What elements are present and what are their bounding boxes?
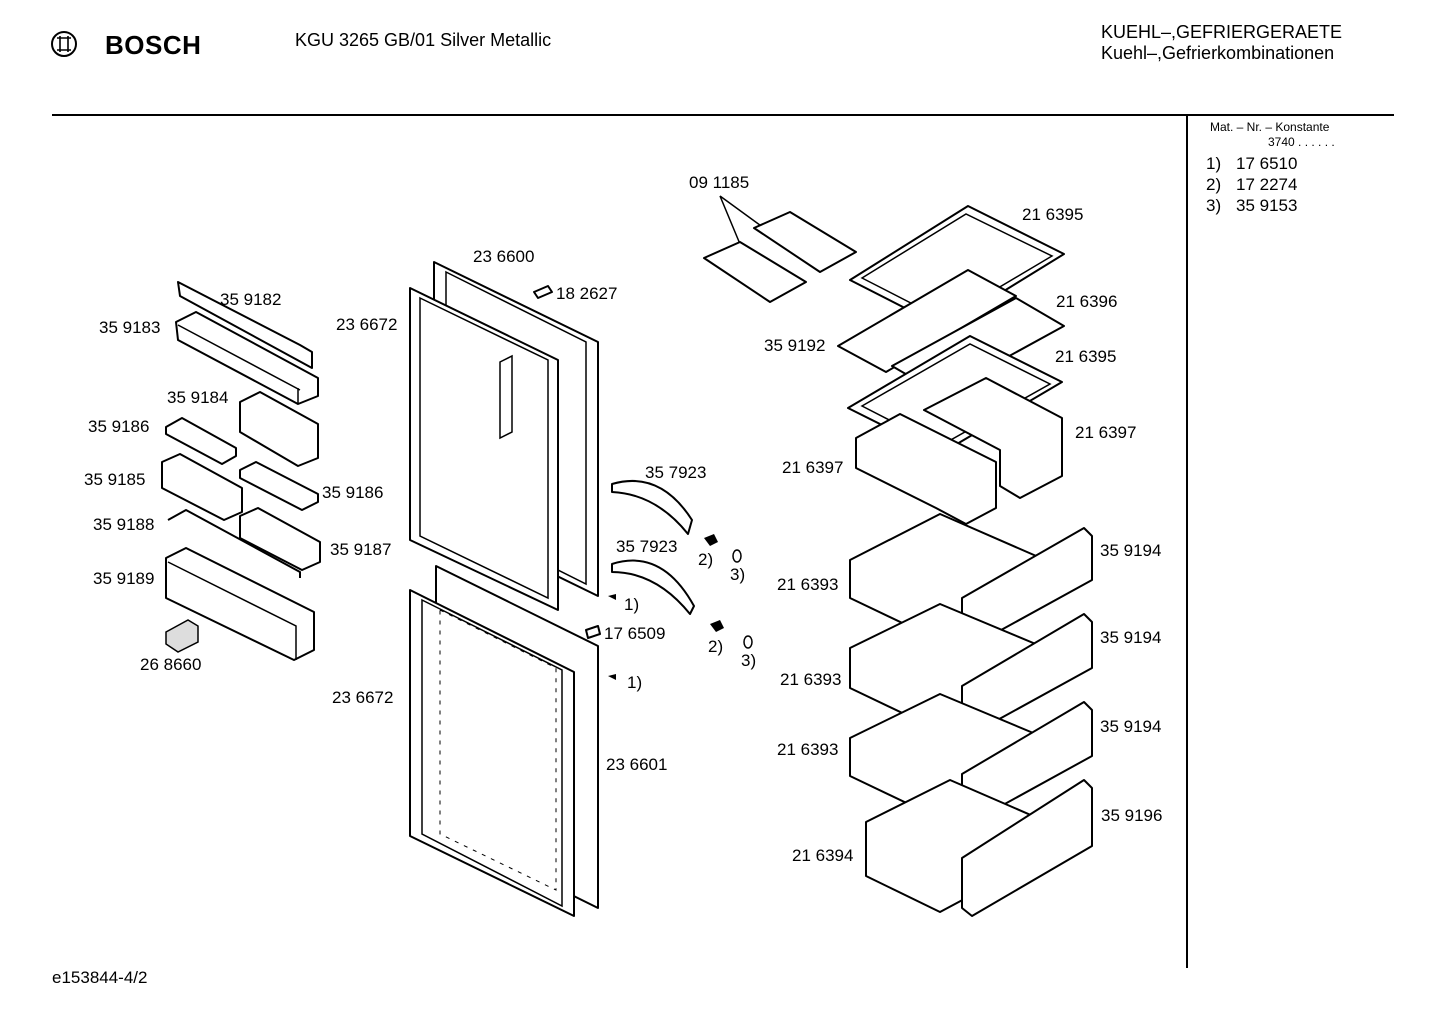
part-label: 35 9182 [220, 290, 282, 309]
part-label: 3) [741, 651, 757, 670]
part-label: 3) [730, 565, 746, 584]
part-label: 2) [708, 637, 724, 656]
drawing-id: e153844-4/2 [52, 968, 148, 987]
brand-name: BOSCH [105, 30, 202, 60]
handles-and-screws [585, 480, 753, 680]
category-line-2: Kuehl–,Gefrierkombinationen [1101, 43, 1335, 63]
part-label: 35 9187 [330, 540, 392, 559]
part-label: 35 7923 [616, 537, 678, 556]
constant-key: 1) [1206, 154, 1222, 173]
part-label: 35 9192 [764, 336, 826, 355]
part-label: 23 6600 [473, 247, 535, 266]
part-label: 21 6395 [1022, 205, 1084, 224]
part-label: 21 6397 [782, 458, 844, 477]
constant-row: 1) 17 6510 [1206, 153, 1297, 174]
constant-row: 3) 35 9153 [1206, 195, 1297, 216]
part-label: 21 6393 [777, 740, 839, 759]
part-label: 09 1185 [689, 173, 750, 192]
constant-row: 2) 17 2274 [1206, 174, 1297, 195]
part-label: 21 6396 [1056, 292, 1118, 311]
constant-key: 3) [1206, 196, 1222, 215]
part-label: 35 9188 [93, 515, 155, 534]
constants-list: 1) 17 6510 2) 17 2274 3) 35 9153 [1206, 153, 1297, 216]
part-label: 21 6394 [792, 846, 854, 865]
ice-trays [703, 195, 857, 303]
part-label: 21 6393 [780, 670, 842, 689]
constant-value: 35 9153 [1236, 196, 1298, 215]
door-shelf-parts [161, 281, 321, 661]
part-label: 35 9184 [167, 388, 229, 407]
part-label: 35 9186 [88, 417, 150, 436]
model-designation: KGU 3265 GB/01 Silver Metallic [295, 30, 552, 50]
freezer-drawers [849, 513, 1093, 917]
constants-heading-line-2: 3740 . . . . . . [1268, 135, 1335, 149]
part-label: 21 6393 [777, 575, 839, 594]
fridge-shelves [837, 205, 1065, 525]
category-line-1: KUEHL–,GEFRIERGERAETE [1101, 22, 1343, 42]
category-heading: KUEHL–,GEFRIERGERAETE Kuehl–,Gefrierkomb… [1101, 22, 1342, 64]
bosch-logo-icon [51, 31, 77, 57]
part-label: 35 9189 [93, 569, 155, 588]
part-label: 21 6395 [1055, 347, 1117, 366]
part-label: 21 6397 [1075, 423, 1137, 442]
part-label: 35 9194 [1100, 541, 1162, 560]
constants-heading: Mat. – Nr. – Konstante 3740 . . . . . . [1210, 120, 1335, 150]
part-label: 35 9194 [1100, 628, 1162, 647]
part-label: 35 9194 [1100, 717, 1162, 736]
part-label: 35 9183 [99, 318, 161, 337]
part-label: 18 2627 [556, 284, 618, 303]
part-label: 17 6509 [604, 624, 666, 643]
part-label: 23 6672 [332, 688, 394, 707]
freezer-door [409, 565, 599, 917]
part-label: 35 9185 [84, 470, 146, 489]
fridge-door [409, 261, 599, 611]
header-divider [52, 114, 1394, 116]
part-label: 26 8660 [140, 655, 202, 674]
part-label: 1) [627, 673, 643, 692]
part-label: 35 7923 [645, 463, 707, 482]
part-label: 2) [698, 550, 714, 569]
sidebar-divider [1186, 116, 1188, 968]
constant-value: 17 2274 [1236, 175, 1298, 194]
constant-key: 2) [1206, 175, 1222, 194]
constant-value: 17 6510 [1236, 154, 1298, 173]
part-label: 23 6601 [606, 755, 668, 774]
part-label: 23 6672 [336, 315, 398, 334]
part-label: 35 9196 [1101, 806, 1163, 825]
part-label: 1) [624, 595, 640, 614]
constants-heading-line-1: Mat. – Nr. – Konstante [1210, 120, 1330, 134]
part-label: 35 9186 [322, 483, 384, 502]
